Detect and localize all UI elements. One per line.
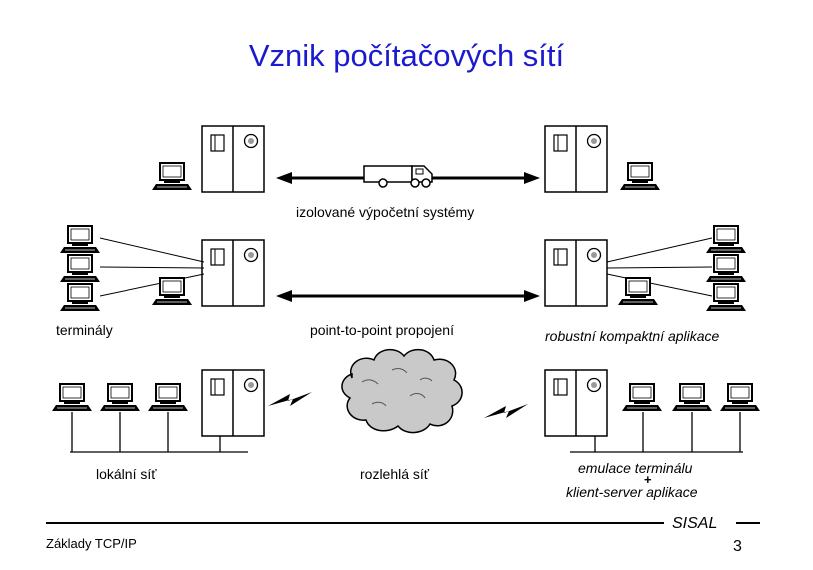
label-isolated: izolované výpočetní systémy xyxy=(296,204,475,220)
workstation-icon xyxy=(621,383,663,412)
mainframe-icon xyxy=(201,369,265,437)
workstation-icon xyxy=(99,383,141,412)
wan-cloud-icon xyxy=(341,348,463,434)
label-terminals: terminály xyxy=(56,322,113,338)
mainframe-icon xyxy=(201,239,265,307)
terminal-icon xyxy=(705,225,747,254)
label-robust-apps: robustní kompaktní aplikace xyxy=(545,328,720,344)
workstation-icon xyxy=(719,383,761,412)
label-terminal-emulation: emulace terminálu xyxy=(578,460,693,476)
terminal-icon xyxy=(59,225,101,254)
row-lan-wan xyxy=(51,348,761,453)
terminal-icon xyxy=(619,162,661,191)
terminal-icon xyxy=(705,283,747,312)
terminal-icon xyxy=(151,277,193,306)
mainframe-icon xyxy=(544,369,608,437)
footer-course: Základy TCP/IP xyxy=(46,536,137,551)
label-lan: lokální síť xyxy=(96,466,157,482)
wan-link-icon xyxy=(268,392,312,406)
terminal-icon xyxy=(705,254,747,283)
label-wan: rozlehlá síť xyxy=(360,466,430,482)
workstation-icon xyxy=(51,383,93,412)
wan-link-icon xyxy=(484,404,528,418)
mainframe-icon xyxy=(544,239,608,307)
label-client-server: klient-server aplikace xyxy=(566,484,698,500)
label-plus: + xyxy=(644,472,652,487)
page-title: Vznik počítačových sítí xyxy=(248,38,565,73)
mainframe-icon xyxy=(201,125,265,193)
terminal-icon xyxy=(617,277,659,306)
mainframe-icon xyxy=(544,125,608,193)
lan-bus-left xyxy=(70,412,248,453)
workstation-icon xyxy=(147,383,189,412)
terminal-icon xyxy=(59,283,101,312)
double-arrow xyxy=(276,290,540,302)
row-isolated xyxy=(151,125,661,193)
lan-bus-right xyxy=(570,412,743,453)
label-point-to-point: point-to-point propojení xyxy=(310,322,454,338)
page-number: 3 xyxy=(733,538,742,555)
terminal-icon xyxy=(59,254,101,283)
terminal-icon xyxy=(151,162,193,191)
row-point-to-point xyxy=(59,225,747,312)
workstation-icon xyxy=(671,383,713,412)
truck-icon xyxy=(363,165,433,188)
footer-org: SISAL xyxy=(672,515,718,532)
